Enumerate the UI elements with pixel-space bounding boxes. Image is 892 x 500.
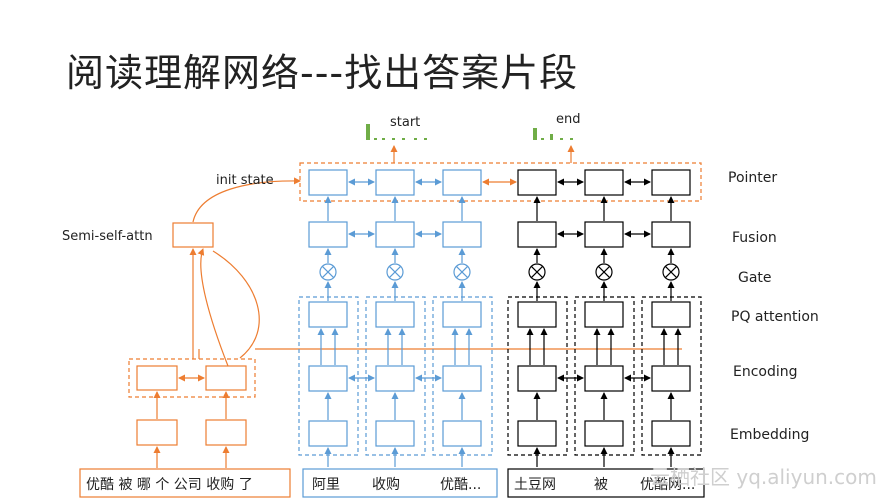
passage-branch-black	[507, 169, 702, 467]
semi-self-attn-label: Semi-self-attn	[62, 229, 153, 244]
layer-label-fusion: Fusion	[732, 230, 777, 246]
end-bar	[560, 138, 563, 140]
start-bar	[382, 138, 385, 140]
start-bar	[424, 138, 427, 140]
passage-1-token-3: 优酷...	[440, 477, 481, 493]
init-state-label: init state	[216, 173, 274, 188]
question-branch	[128, 177, 682, 468]
question-encoding-box	[205, 365, 247, 391]
start-bar	[414, 138, 417, 140]
layer-label-embedding: Embedding	[730, 427, 809, 443]
start-bar	[402, 138, 405, 140]
start-label: start	[390, 115, 420, 130]
layer-label-pointer: Pointer	[728, 170, 777, 186]
end-bar	[550, 134, 553, 140]
layer-label-encoding: Encoding	[733, 364, 798, 380]
passage-2-token-3: 优酷网...	[640, 477, 695, 493]
passage-2-token-2: 被	[594, 477, 608, 493]
end-label: end	[556, 112, 581, 127]
question-embedding-box	[205, 419, 247, 446]
semi-self-attn-box	[172, 222, 214, 248]
start-bar-peak	[366, 124, 370, 140]
passage-input-box-1	[302, 468, 498, 498]
question-encoding-box	[136, 365, 178, 391]
start-bar	[392, 138, 395, 140]
end-bar	[570, 138, 573, 140]
start-bar	[374, 138, 377, 140]
passage-2-token-1: 土豆网	[514, 477, 556, 493]
end-distribution	[533, 128, 573, 140]
passage-input-box-2	[507, 468, 705, 498]
question-input-box	[79, 468, 291, 498]
passage-1-token-2: 收购	[372, 477, 400, 493]
passage-branch-blue	[298, 169, 493, 467]
question-input-text: 优酷 被 哪 个 公司 收购 了	[86, 477, 253, 493]
watermark: 云栖社区 yq.aliyun.com	[650, 465, 877, 489]
question-embedding-box	[136, 419, 178, 446]
question-encoding-frame	[128, 358, 256, 398]
layer-label-gate: Gate	[738, 270, 772, 286]
end-bar	[541, 138, 544, 140]
start-distribution	[366, 124, 427, 140]
passage-1-token-1: 阿里	[312, 477, 340, 493]
pointer-frame	[299, 162, 702, 202]
layer-label-pq-attention: PQ attention	[731, 309, 819, 325]
slide-title: 阅读理解网络---找出答案片段	[66, 51, 579, 95]
end-bar-peak	[533, 128, 537, 140]
